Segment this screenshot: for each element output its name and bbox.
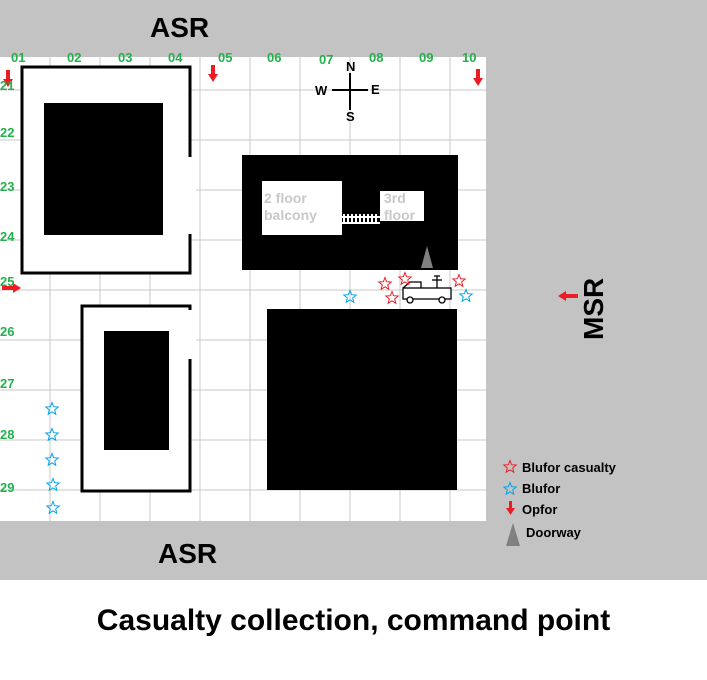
grid-row-label: 27: [0, 376, 15, 391]
doorway-marker: [421, 246, 433, 268]
compass-north: N: [346, 59, 356, 74]
grid-row-label: 28: [0, 427, 15, 442]
blufor-icon: [45, 477, 61, 492]
opfor-arrow-icon: [558, 291, 578, 301]
opfor-arrow-icon: [2, 283, 21, 293]
compound-gate-northwest: [162, 157, 196, 234]
command-vehicle-icon: [402, 275, 452, 304]
legend-opfor-icon: [506, 501, 515, 515]
blufor-casualty-icon: [377, 276, 393, 291]
compass-east: E: [371, 82, 380, 97]
opfor-arrow-icon: [473, 69, 483, 86]
building-southeast: [267, 309, 457, 490]
blufor-icon: [44, 401, 60, 416]
legend-casualty-icon: [502, 459, 518, 474]
third-floor-label: 3rd floor: [384, 190, 416, 223]
blufor-icon: [45, 500, 61, 515]
grid-col-label: 02: [67, 50, 82, 65]
grid-row-label: 21: [0, 78, 15, 93]
compound-gate-southwest: [166, 310, 196, 359]
blufor-icon: [44, 452, 60, 467]
balcony-area: [262, 181, 342, 235]
unit-markers: [44, 271, 520, 546]
legend-casualty-label: Blufor casualty: [522, 460, 616, 475]
opfor-arrow-icon: [3, 70, 13, 87]
building-southwest: [104, 331, 169, 450]
legend-doorway-icon: [506, 523, 520, 546]
legend-blufor-label: Blufor: [522, 481, 561, 496]
blufor-casualty-icon: [451, 273, 467, 288]
road-label-right: MSR: [578, 277, 609, 340]
grid-col-label: 03: [118, 50, 133, 65]
grid-row-label: 23: [0, 179, 15, 194]
legend-blufor-icon: [502, 481, 518, 496]
grid-col-label: 07: [319, 52, 334, 67]
blufor-icon: [44, 427, 60, 442]
compass-icon: [332, 73, 368, 110]
third-floor-area: [380, 191, 424, 221]
road-right-msr: [486, 0, 707, 580]
grid-col-label: 05: [218, 50, 233, 65]
legend-doorway-label: Doorway: [526, 525, 581, 540]
blufor-casualty-icon: [397, 271, 413, 286]
stairs: [342, 214, 380, 224]
blufor-icon: [458, 288, 474, 303]
grid-row-label: 25: [0, 274, 15, 289]
grid-col-label: 08: [369, 50, 384, 65]
grid-row-label: 22: [0, 125, 15, 140]
grid-row-label: 24: [0, 229, 15, 244]
legend-opfor-label: Opfor: [522, 502, 558, 517]
compass-west: W: [315, 83, 328, 98]
grid-row-label: 26: [0, 324, 15, 339]
map-caption: Casualty collection, command point: [96, 604, 611, 637]
blufor-icon: [342, 289, 358, 304]
grid-col-label: 04: [168, 50, 183, 65]
road-label-bottom: ASR: [158, 538, 218, 569]
compass-south: S: [346, 109, 355, 124]
grid-col-label: 01: [11, 50, 26, 65]
road-label-top: ASR: [150, 12, 210, 43]
grid-row-label: 29: [0, 480, 15, 495]
balcony-label: 2 floor balcony: [264, 190, 317, 223]
grid-col-label: 09: [419, 50, 434, 65]
grid-col-label: 10: [462, 50, 477, 65]
blufor-casualty-icon: [384, 290, 400, 305]
grid-col-label: 06: [267, 50, 282, 65]
opfor-arrow-icon: [208, 65, 218, 82]
building-northwest: [44, 103, 163, 235]
